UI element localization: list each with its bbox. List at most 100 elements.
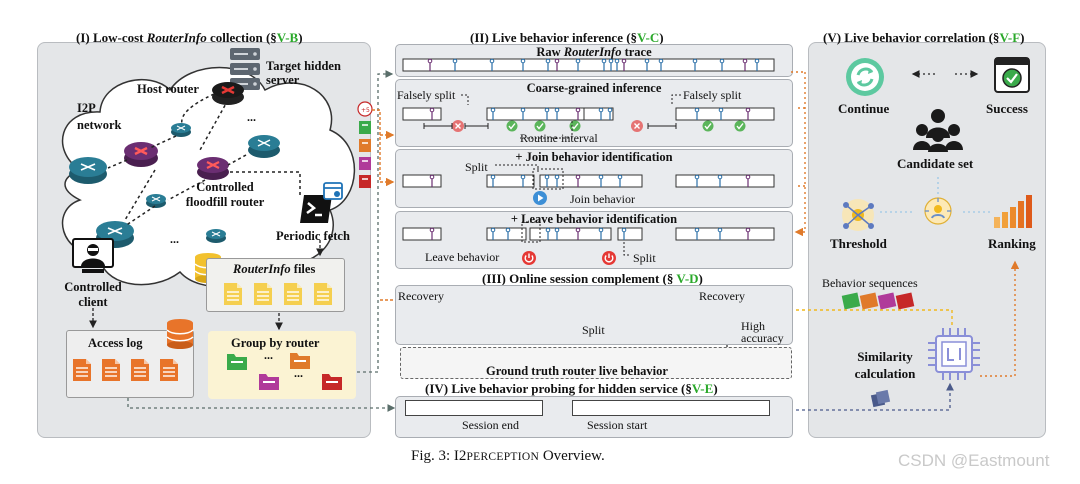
trace-event-pin <box>520 58 526 71</box>
host-router-label: Host router <box>137 82 199 96</box>
target-hidden-server-label: Target hidden server <box>266 59 341 87</box>
trace-event-pin <box>745 107 751 120</box>
routine-interval-leader <box>520 121 573 139</box>
trace-event-pin <box>607 107 613 120</box>
falsely-split-label: Falsely split <box>683 88 742 102</box>
router-icon <box>212 82 244 105</box>
correlation-panel-title: (V) Live behavior correlation (§V-F) <box>823 30 1025 45</box>
trace-event-pin <box>694 227 700 240</box>
coarse-inference-title: Coarse-grained inference <box>526 81 662 95</box>
trace-event-pin <box>621 58 627 71</box>
trace-event-pin <box>754 58 760 71</box>
file-icon <box>224 283 242 305</box>
power-icon <box>602 251 616 265</box>
file-icon <box>160 359 178 381</box>
trace-event-pin <box>692 58 698 71</box>
trace-event-pin <box>544 107 550 120</box>
split-highlight-box <box>532 168 564 190</box>
trace-event-pin <box>554 58 560 71</box>
brain-icon <box>924 197 952 225</box>
router-icon <box>124 142 158 167</box>
controlled-client-label: Controlled client <box>64 280 122 309</box>
threshold-icon <box>842 199 874 231</box>
terminal-icon <box>300 195 332 223</box>
trace-event-pin <box>452 58 458 71</box>
group-icon <box>913 109 963 152</box>
trace-event-pin <box>490 107 496 120</box>
probing-panel-title: (IV) Live behavior probing for hidden se… <box>425 381 718 396</box>
session-end-label: Session end <box>462 418 519 432</box>
falsely-split-leader <box>671 94 681 105</box>
continue-icon <box>846 58 884 96</box>
check-icon <box>534 120 546 132</box>
leave-highlight-box <box>521 221 541 243</box>
trace-event-pin <box>694 174 700 187</box>
trace-event-pin <box>742 58 748 71</box>
trace-event-pin <box>717 227 723 240</box>
trace-event-pin <box>554 227 560 240</box>
trace-segment <box>529 227 612 241</box>
router-icon <box>69 157 107 184</box>
error-icon <box>452 120 464 132</box>
sequence-cards-icon <box>870 389 891 408</box>
trace-event-pin <box>575 107 581 120</box>
recovery-label: Recovery <box>699 289 745 303</box>
success-label: Success <box>986 101 1028 116</box>
router-icon <box>146 194 166 208</box>
trace-event-pin <box>717 174 723 187</box>
folder-icon <box>259 374 279 390</box>
trace-event-pin <box>598 107 604 120</box>
recovery-label: Recovery <box>398 289 444 303</box>
trace-event-pin <box>429 107 435 120</box>
router-icon <box>248 135 280 158</box>
ranking-icon <box>994 195 1032 228</box>
routerinfo-files-label: RouterInfo files <box>233 262 316 276</box>
play-icon <box>533 191 547 205</box>
raw-trace-title: Raw RouterInfo trace <box>536 45 652 59</box>
trace-event-pin <box>429 227 435 240</box>
leave-identification-title: + Leave behavior identification <box>510 212 678 226</box>
trace-event-pin <box>644 58 650 71</box>
candidate-set-label: Candidate set <box>897 156 974 171</box>
file-icon <box>314 283 332 305</box>
trace-event-pin <box>427 58 433 71</box>
ellipsis-label: ... <box>247 110 256 124</box>
periodic-fetch-label: Periodic fetch <box>276 229 350 243</box>
folder-icon <box>227 354 247 370</box>
threshold-label: Threshold <box>830 236 887 251</box>
check-icon <box>506 120 518 132</box>
collection-panel-title: (I) Low-cost RouterInfo collection (§V-B… <box>76 30 303 45</box>
ground-truth-box <box>400 347 792 379</box>
chip-icon <box>928 328 980 380</box>
database-icon <box>166 319 194 349</box>
router-icon <box>171 123 191 137</box>
split-leader <box>623 242 630 256</box>
complement-panel-title: (III) Online session complement (§ V-D) <box>482 271 703 286</box>
success-icon <box>994 57 1030 93</box>
trace-event-pin <box>694 107 700 120</box>
trace-event-pin <box>489 58 495 71</box>
trace-event-pin <box>614 58 620 71</box>
trace-event-pin <box>505 227 511 240</box>
trace-event-pin <box>520 174 526 187</box>
trace-event-pin <box>545 227 551 240</box>
orange-bracket <box>372 109 395 301</box>
power-icon <box>522 251 536 265</box>
check-icon <box>734 120 746 132</box>
trace-event-pin <box>554 107 560 120</box>
controlled-floodfill-label: Controlled floodfill router <box>185 180 265 209</box>
interval-marker <box>423 123 453 129</box>
file-icon <box>254 283 272 305</box>
check-icon <box>702 120 714 132</box>
file-icon <box>73 359 91 381</box>
trace-event-pin <box>575 174 581 187</box>
trace-event-pin <box>598 174 604 187</box>
trace-event-pin <box>617 174 623 187</box>
leave-behavior-label: Leave behavior <box>425 250 500 264</box>
trace-event-pin <box>745 227 751 240</box>
trace-segment <box>486 227 527 241</box>
file-icon <box>284 283 302 305</box>
similarity-calculation-label: Similarity calculation <box>854 349 916 381</box>
trace-segment <box>539 174 643 188</box>
